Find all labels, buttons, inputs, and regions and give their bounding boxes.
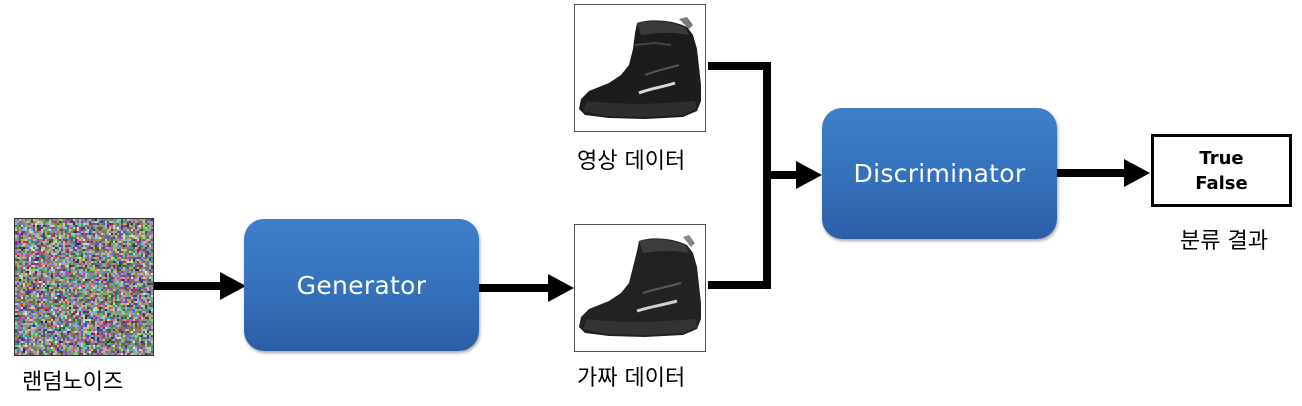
discriminator-label: Discriminator: [853, 159, 1026, 188]
generator-label: Generator: [296, 270, 427, 300]
arrow-merge-to-discriminator: [763, 161, 822, 189]
arrow-noise-to-generator: [152, 272, 246, 300]
connector-fake-to-merge: [708, 176, 771, 289]
discriminator-block: Discriminator: [822, 108, 1057, 239]
result-label: 분류 결과: [1180, 229, 1268, 254]
result-true: True: [1199, 147, 1244, 169]
random-noise-image: [14, 218, 154, 356]
arrow-discriminator-to-result: [1057, 159, 1150, 187]
result-false: False: [1195, 172, 1248, 194]
ankle-boot-icon: [579, 235, 701, 337]
ankle-boot-icon: [579, 17, 701, 120]
fake-data-label: 가짜 데이터: [577, 366, 686, 391]
real-data-label: 영상 데이터: [577, 149, 686, 174]
result-box: True False: [1151, 134, 1292, 207]
real-data-image: [574, 4, 706, 132]
connector-real-to-merge: [708, 62, 771, 176]
generator-block: Generator: [244, 219, 479, 351]
arrow-generator-to-fake: [479, 274, 574, 302]
fake-data-image: [574, 224, 706, 352]
noise-label: 랜덤노이즈: [22, 370, 124, 395]
noise-pixels: [15, 219, 153, 355]
